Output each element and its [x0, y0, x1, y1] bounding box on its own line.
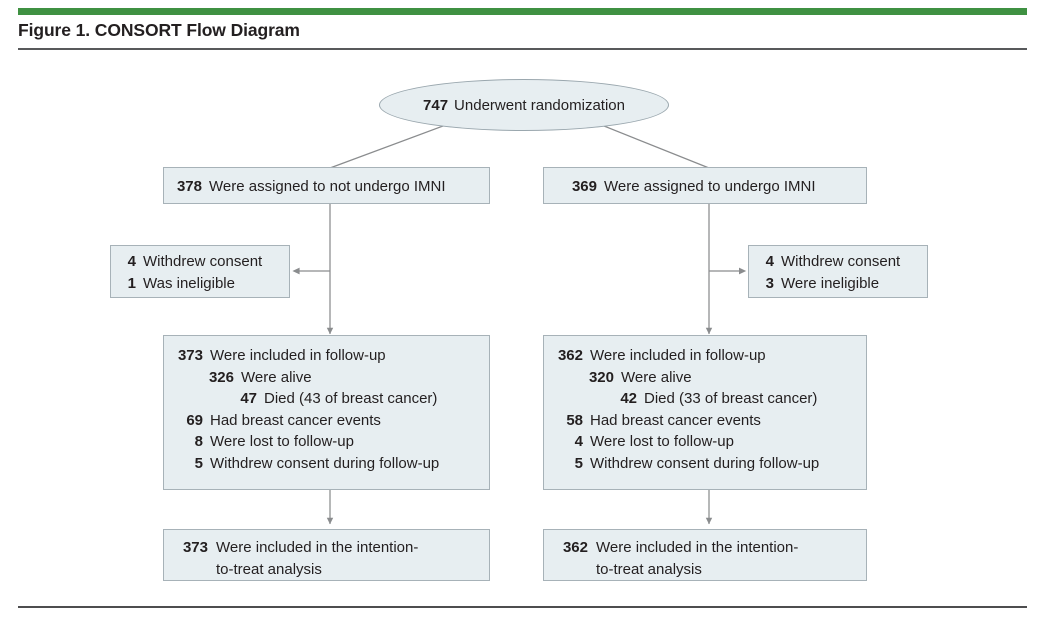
control-assignment-label: Were assigned to not undergo IMNI: [209, 178, 446, 195]
list-item: 362 Were included in follow-up: [556, 345, 856, 367]
control-followup-5-label: Were lost to follow-up: [210, 433, 354, 450]
intervention-followup-4-label: Had breast cancer events: [590, 411, 761, 429]
randomization-node: 747 Underwent randomization: [379, 79, 669, 131]
intervention-analysis-count: 362: [562, 539, 588, 556]
intervention-followup-1-count: 362: [557, 347, 583, 364]
list-item: 47 Died (43 of breast cancer): [176, 388, 479, 410]
control-analysis-label: Were included in the intention-to-treat …: [216, 539, 419, 578]
list-item: 4 Withdrew consent: [760, 251, 917, 273]
intervention-exclusion-1-count: 4: [765, 253, 774, 270]
intervention-exclusion-1-label: Withdrew consent: [781, 253, 901, 270]
intervention-followup-box: 362 Were included in follow-up 320 Were …: [543, 335, 867, 490]
list-item: 5 Withdrew consent during follow-up: [176, 453, 479, 475]
table-row: 369 Were assigned to undergo IMNI: [570, 176, 856, 198]
control-exclusion-1-label: Withdrew consent: [143, 253, 263, 270]
intervention-followup-2-label: Were alive: [621, 368, 692, 386]
control-assignment-box: 378 Were assigned to not undergo IMNI: [163, 167, 490, 204]
control-exclusion-2-count: 1: [127, 274, 136, 292]
control-followup-3-label: Died (43 of breast cancer): [264, 390, 438, 407]
randomization-count: 747: [423, 96, 449, 114]
intervention-exclusions-box: 4 Withdrew consent 3 Were ineligible: [748, 245, 928, 298]
control-followup-2-label: Were alive: [241, 368, 312, 386]
control-followup-2-count: 326: [208, 368, 234, 386]
intervention-followup-6-count: 5: [574, 454, 583, 472]
intervention-assignment-label: Were assigned to undergo IMNI: [604, 178, 816, 195]
list-item: 42 Died (33 of breast cancer): [556, 388, 856, 410]
intervention-followup-4-count: 58: [566, 411, 583, 429]
intervention-followup-3-count: 42: [620, 390, 637, 407]
accent-rule-top: [18, 8, 1027, 15]
intervention-analysis-box: 362 Were included in the intention-to-tr…: [543, 529, 867, 581]
table-row: 362 Were included in the intention-to-tr…: [555, 537, 856, 580]
title-divider-rule: [18, 48, 1027, 50]
list-item: 320 Were alive: [556, 367, 856, 389]
list-item: 4 Withdrew consent: [122, 251, 279, 273]
intervention-followup-5-count: 4: [574, 433, 583, 450]
control-followup-1-label: Were included in follow-up: [210, 347, 386, 364]
control-assignment-count: 378: [176, 178, 202, 195]
control-analysis-box: 373 Were included in the intention-to-tr…: [163, 529, 490, 581]
intervention-assignment-count: 369: [571, 178, 597, 195]
list-item: 373 Were included in follow-up: [176, 345, 479, 367]
intervention-followup-6-label: Withdrew consent during follow-up: [590, 454, 820, 472]
intervention-followup-2-count: 320: [588, 368, 614, 386]
list-item: 5 Withdrew consent during follow-up: [556, 453, 856, 475]
control-exclusion-1-count: 4: [127, 253, 136, 270]
control-followup-6-label: Withdrew consent during follow-up: [210, 454, 440, 472]
control-followup-3-count: 47: [240, 390, 257, 407]
list-item: 1 Was ineligible: [122, 273, 279, 295]
table-row: 378 Were assigned to not undergo IMNI: [175, 176, 479, 198]
control-followup-4-label: Had breast cancer events: [210, 411, 381, 429]
randomization-label: Underwent randomization: [454, 96, 625, 114]
control-followup-1-count: 373: [177, 347, 203, 364]
control-exclusions-box: 4 Withdrew consent 1 Was ineligible: [110, 245, 290, 298]
list-item: 4 Were lost to follow-up: [556, 431, 856, 453]
intervention-followup-3-label: Died (33 of breast cancer): [644, 390, 818, 407]
intervention-followup-5-label: Were lost to follow-up: [590, 433, 734, 450]
table-row: 373 Were included in the intention-to-tr…: [175, 537, 479, 580]
list-item: 58 Had breast cancer events: [556, 410, 856, 432]
control-followup-6-count: 5: [194, 454, 203, 472]
intervention-followup-1-label: Were included in follow-up: [590, 347, 766, 364]
figure-bottom-rule: [18, 606, 1027, 609]
control-followup-4-count: 69: [186, 411, 203, 429]
intervention-assignment-box: 369 Were assigned to undergo IMNI: [543, 167, 867, 204]
control-followup-box: 373 Were included in follow-up 326 Were …: [163, 335, 490, 490]
intervention-analysis-label: Were included in the intention-to-treat …: [596, 539, 799, 578]
list-item: 3 Were ineligible: [760, 273, 917, 295]
list-item: 8 Were lost to follow-up: [176, 431, 479, 453]
figure-title: Figure 1. CONSORT Flow Diagram: [18, 20, 300, 40]
intervention-exclusion-2-count: 3: [765, 274, 774, 292]
control-exclusion-2-label: Was ineligible: [143, 274, 235, 292]
control-followup-5-count: 8: [194, 433, 203, 450]
intervention-exclusion-2-label: Were ineligible: [781, 274, 880, 292]
list-item: 69 Had breast cancer events: [176, 410, 479, 432]
list-item: 326 Were alive: [176, 367, 479, 389]
control-analysis-count: 373: [182, 539, 208, 556]
randomization-text: 747 Underwent randomization: [423, 97, 625, 114]
